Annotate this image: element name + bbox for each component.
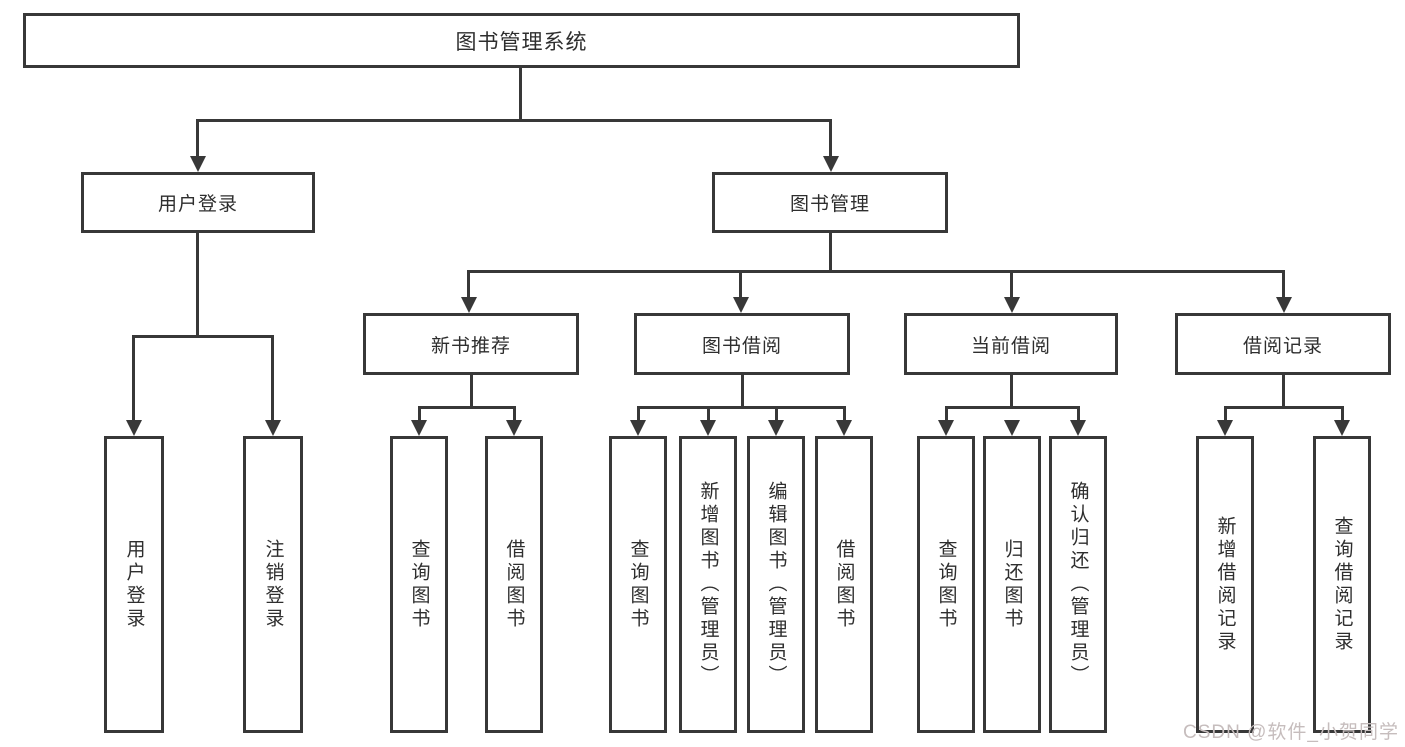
connector-line (775, 406, 778, 421)
connector-line (418, 406, 516, 409)
leaf-user-login: 用户登录 (104, 436, 164, 733)
connector-arrowhead (1276, 297, 1292, 313)
leaf-label: 新增借阅记录 (1214, 515, 1236, 654)
connector-line (470, 375, 473, 409)
connector-line (1282, 375, 1285, 409)
connector-line (513, 406, 516, 421)
connector-line (843, 406, 846, 421)
leaf-label: 用户登录 (123, 538, 145, 631)
connector-arrowhead (461, 297, 477, 313)
connector-arrowhead (823, 156, 839, 172)
connector-line (1010, 375, 1013, 409)
leaf-label: 查询图书 (935, 538, 957, 631)
leaf-return-books: 归还图书 (983, 436, 1041, 733)
connector-line (467, 270, 470, 298)
connector-arrowhead (1334, 420, 1350, 436)
connector-arrowhead (190, 156, 206, 172)
connector-line (637, 406, 846, 409)
leaf-label: 查询借阅记录 (1331, 515, 1353, 654)
connector-line (1077, 406, 1080, 421)
connector-line (741, 375, 744, 409)
leaf-borrow-books: 借阅图书 (815, 436, 873, 733)
connector-arrowhead (265, 420, 281, 436)
connector-line (1224, 406, 1344, 409)
connector-line (707, 406, 710, 421)
node-book-management: 图书管理 (712, 172, 948, 233)
connector-arrowhead (836, 420, 852, 436)
leaf-confirm-return-admin: 确认归还（管理员） (1049, 436, 1107, 733)
node-label: 借阅记录 (1242, 335, 1323, 357)
connector-arrowhead (1004, 297, 1020, 313)
leaf-add-borrow-record: 新增借阅记录 (1196, 436, 1254, 733)
leaf-label: 编辑图书（管理员） (765, 481, 787, 688)
connector-arrowhead (126, 420, 142, 436)
connector-arrowhead (1217, 420, 1233, 436)
connector-line (637, 406, 640, 421)
leaf-label: 借阅图书 (833, 538, 855, 631)
connector-line (196, 119, 831, 122)
connector-line (1341, 406, 1344, 421)
connector-line (132, 335, 274, 338)
connector-arrowhead (938, 420, 954, 436)
node-label: 图书管理系统 (455, 30, 588, 54)
leaf-label: 查询图书 (627, 538, 649, 631)
leaf-label: 确认归还（管理员） (1067, 481, 1089, 688)
leaf-edit-books-admin: 编辑图书（管理员） (747, 436, 805, 733)
node-user-login: 用户登录 (81, 172, 315, 233)
connector-arrowhead (1070, 420, 1086, 436)
node-label: 新书推荐 (430, 335, 511, 357)
connector-line (467, 270, 1285, 273)
node-borrowing-records: 借阅记录 (1175, 313, 1391, 375)
connector-line (829, 119, 832, 157)
leaf-label: 新增图书（管理员） (697, 481, 719, 688)
connector-line (1010, 270, 1013, 298)
connector-line (196, 233, 199, 338)
connector-line (271, 335, 274, 420)
leaf-label: 注销登录 (262, 538, 284, 631)
connector-arrowhead (768, 420, 784, 436)
leaf-query-borrow-record: 查询借阅记录 (1313, 436, 1371, 733)
leaf-label: 查询图书 (408, 538, 430, 631)
leaf-borrow-books-recommend: 借阅图书 (485, 436, 543, 733)
node-label: 当前借阅 (970, 335, 1051, 357)
connector-line (1224, 406, 1227, 421)
connector-arrowhead (700, 420, 716, 436)
connector-line (829, 233, 832, 273)
connector-arrowhead (733, 297, 749, 313)
node-label: 用户登录 (157, 194, 238, 215)
node-label: 图书借阅 (701, 335, 782, 357)
connector-line (519, 68, 522, 121)
connector-line (132, 335, 135, 420)
node-current-borrowing: 当前借阅 (904, 313, 1118, 375)
leaf-query-books-current: 查询图书 (917, 436, 975, 733)
csdn-watermark: CSDN @软件_小贺同学 (1183, 722, 1399, 743)
node-label: 图书管理 (789, 194, 870, 215)
node-book-borrowing: 图书借阅 (634, 313, 850, 375)
leaf-query-books-recommend: 查询图书 (390, 436, 448, 733)
connector-line (418, 406, 421, 421)
leaf-label: 归还图书 (1001, 538, 1023, 631)
connector-arrowhead (506, 420, 522, 436)
leaf-logout: 注销登录 (243, 436, 303, 733)
connector-arrowhead (411, 420, 427, 436)
connector-line (739, 270, 742, 298)
leaf-label: 借阅图书 (503, 538, 525, 631)
connector-line (1282, 270, 1285, 298)
connector-line (945, 406, 948, 421)
leaf-add-books-admin: 新增图书（管理员） (679, 436, 737, 733)
connector-line (945, 406, 1080, 409)
node-library-system: 图书管理系统 (23, 13, 1020, 68)
connector-arrowhead (1004, 420, 1020, 436)
node-new-book-recommendation: 新书推荐 (363, 313, 579, 375)
connector-line (196, 119, 199, 157)
leaf-query-books-borrow: 查询图书 (609, 436, 667, 733)
connector-arrowhead (630, 420, 646, 436)
